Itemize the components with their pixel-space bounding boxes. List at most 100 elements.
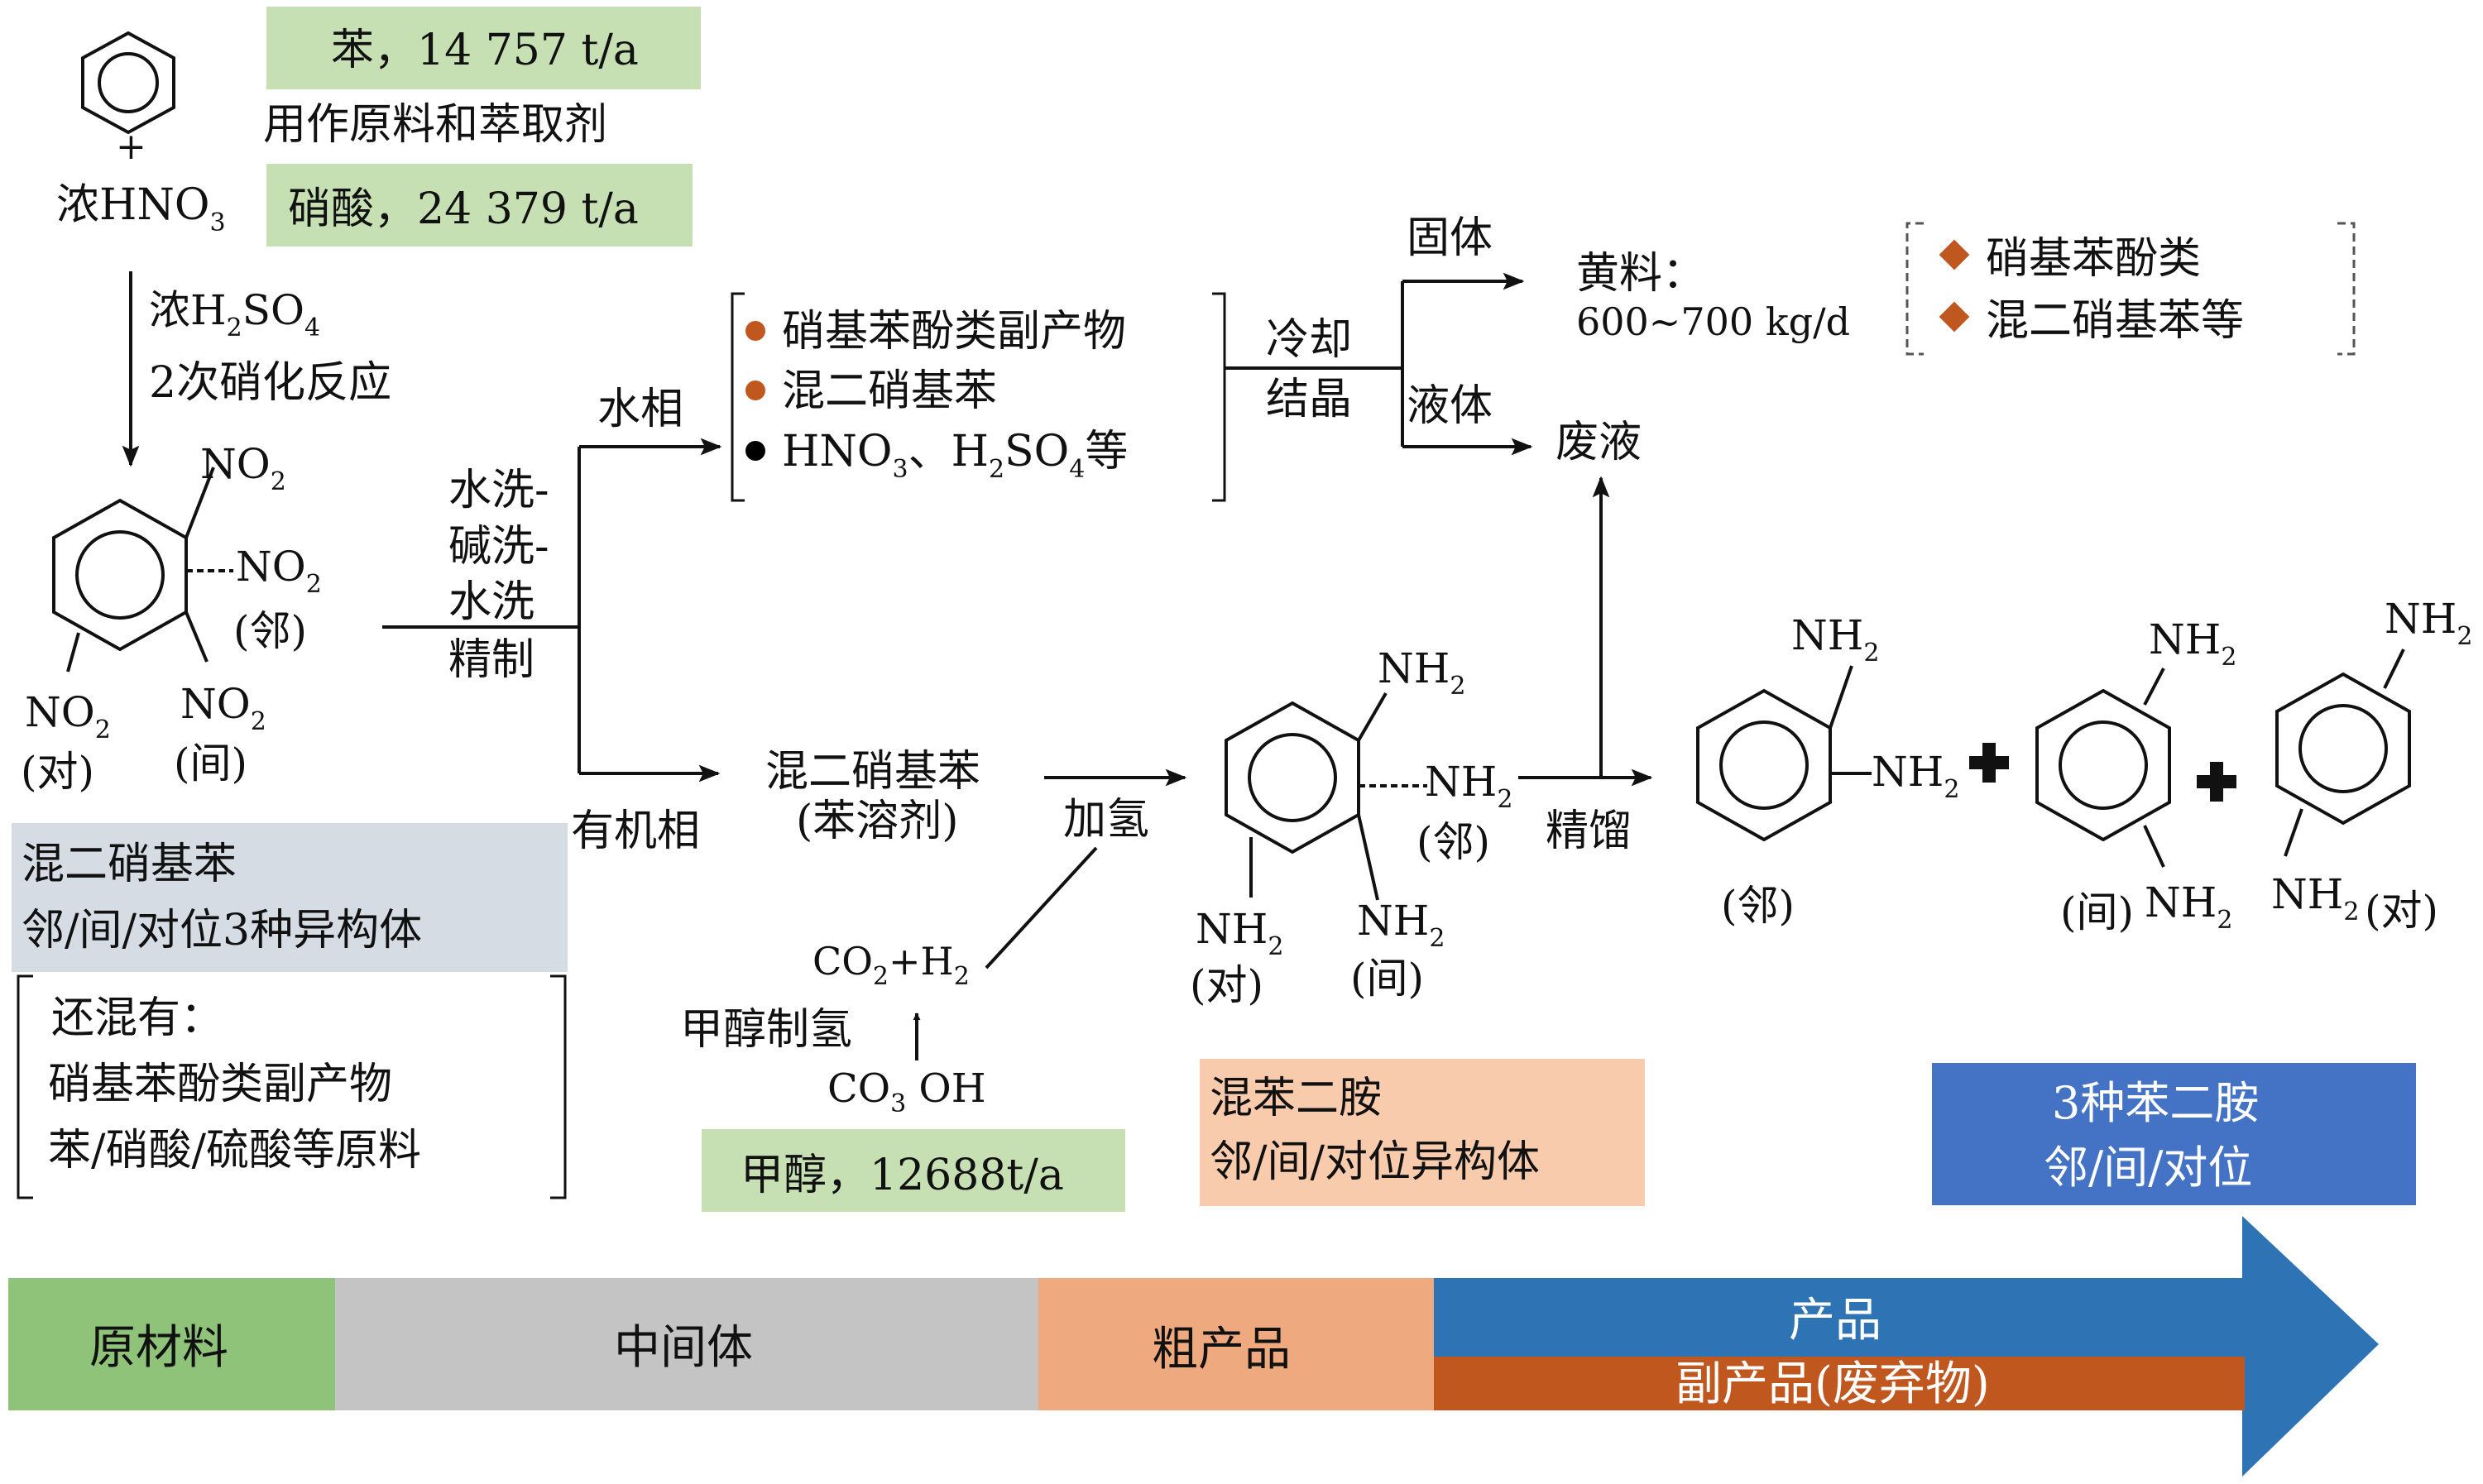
ortho-label: (邻) [233, 607, 307, 655]
nh2-para-bottom: NH2 [2271, 870, 2359, 926]
diamine-ring-para [2275, 649, 2411, 857]
legend-diamond-2 [1939, 301, 1970, 333]
legend-diamond-1 [1939, 239, 1970, 270]
benzene-label: 苯，14 757 t/a [331, 26, 639, 75]
diamine-ring-meta [2035, 668, 2171, 868]
nitration-reaction: 2次硝化反应 [149, 358, 391, 408]
mixed-dinitro-sub: 邻/间/对位3种异构体 [22, 906, 422, 955]
benzene-use: 用作原料和萃取剂 [263, 100, 607, 150]
no2-ortho: NO2 [236, 543, 322, 599]
stage-product-label: 产品 [1789, 1294, 1881, 1348]
stage-crude-label: 粗产品 [1152, 1323, 1291, 1376]
stage-raw-label: 原材料 [89, 1321, 228, 1375]
hydrogenation-label: 加氢 [1063, 795, 1149, 845]
aqueous-item-2: 混二硝基苯 [782, 366, 997, 416]
wash-4: 精制 [448, 635, 534, 685]
mixed-ortho-label: (邻) [1416, 818, 1490, 866]
cooling-label: 冷却 [1266, 315, 1352, 365]
nh2-ortho-top: NH2 [1791, 611, 1879, 668]
crude-box [1200, 1059, 1645, 1206]
stage-product-arrow [1434, 1216, 2379, 1477]
diamine-ring-mixed [1225, 692, 1427, 901]
benzene-box [266, 7, 701, 89]
methanol-box [702, 1129, 1125, 1212]
product-sub: 邻/间/对位 [2044, 1142, 2252, 1194]
meta-product-label: (间) [2060, 888, 2134, 936]
legend-text-2: 混二硝基苯等 [1986, 296, 2244, 346]
wash-3: 水洗 [448, 577, 534, 627]
yellow-label: 黄料： [1576, 249, 1705, 299]
nitric-label: 硝酸，24 379 t/a [288, 184, 639, 234]
crude-sub: 邻/间/对位异构体 [1210, 1137, 1540, 1187]
impurities-title: 还混有： [51, 993, 223, 1043]
mixed-para-label: (对) [1190, 961, 1263, 1009]
product-title: 3种苯二胺 [2052, 1077, 2259, 1129]
wash-2: 碱洗- [448, 522, 549, 572]
nh2-mixed-ortho: NH2 [1425, 758, 1512, 814]
nh2-meta-top: NH2 [2149, 615, 2236, 672]
wash-1: 水洗- [448, 466, 549, 515]
sulfuric-acid: 浓H2SO4 [149, 286, 320, 342]
solid-label: 固体 [1407, 213, 1493, 263]
no2-para: NO2 [25, 688, 111, 744]
methanol-h2: 甲醇制氢 [680, 1005, 852, 1055]
aqueous-bracket [731, 292, 1226, 502]
impurities-2: 苯/硝酸/硫酸等原料 [48, 1126, 421, 1175]
organic-name: 混二硝基苯 [765, 747, 980, 797]
nh2-mixed-para: NH2 [1196, 905, 1283, 961]
meta-label: (间) [174, 740, 247, 787]
stage-raw [8, 1278, 335, 1410]
waste-label: 废液 [1555, 418, 1642, 467]
co2-h2: CO2+H2 [812, 939, 970, 991]
aqueous-item-3: HNO3、H2SO4等 [782, 427, 1128, 484]
liquid-label: 液体 [1407, 381, 1493, 431]
impurities-1: 硝基苯酚类副产物 [48, 1060, 392, 1109]
ch3oh: CO3 OH [827, 1065, 986, 1118]
diamine-ring-ortho [1696, 665, 1872, 842]
stage-crude [1038, 1278, 1434, 1410]
aqueous-item-1: 硝基苯酚类副产物 [782, 307, 1126, 357]
stage-byproduct-label: 副产品(废弃物) [1675, 1357, 1990, 1411]
distill-label: 精馏 [1546, 807, 1632, 856]
crystal-label: 结晶 [1266, 375, 1352, 424]
organic-solvent: (苯溶剂) [796, 797, 959, 846]
para-product-label: (对) [2365, 887, 2438, 935]
dinitrobenzene-ring [52, 467, 233, 673]
impurities-bracket [17, 974, 567, 1199]
yellow-legend-bracket [1905, 222, 2356, 356]
plus-sign: + [116, 126, 146, 168]
para-label: (对) [21, 748, 94, 796]
plus-icon-1 [1969, 743, 2009, 783]
nh2-mixed-top: NH2 [1378, 644, 1465, 701]
mixed-dinitro-box [12, 823, 568, 972]
stage-byproduct [1434, 1357, 2245, 1410]
product-box [1932, 1063, 2416, 1205]
no2-top: NO2 [200, 440, 286, 496]
organic-label: 有机相 [571, 807, 700, 856]
stage-intermediate [335, 1278, 1038, 1410]
nitric-box [266, 164, 693, 247]
conc-hno3: 浓HNO3 [56, 180, 226, 237]
aqueous-bullet-1 [745, 321, 765, 341]
stage-intermediate-label: 中间体 [614, 1321, 753, 1375]
yellow-rate: 600~700 kg/d [1576, 299, 1850, 344]
benzene-ring [81, 31, 175, 135]
crude-title: 混苯二胺 [1210, 1074, 1382, 1123]
mixed-dinitro-title: 混二硝基苯 [22, 840, 237, 889]
mixed-meta-label: (间) [1350, 955, 1424, 1003]
h2-feed-line [985, 846, 1098, 969]
nh2-ortho-side: NH2 [1872, 748, 1959, 804]
no2-meta: NO2 [180, 680, 266, 736]
aqueous-bullet-3 [745, 441, 765, 461]
nh2-para-top: NH2 [2385, 595, 2472, 651]
plus-icon-2 [2197, 762, 2236, 802]
methanol-label: 甲醇，12688t/a [741, 1151, 1064, 1200]
nh2-mixed-meta: NH2 [1357, 897, 1445, 953]
ortho-product-label: (邻) [1721, 882, 1795, 930]
nh2-meta-bottom: NH2 [2145, 878, 2232, 935]
aqueous-label: 水相 [597, 385, 683, 434]
aqueous-bullet-2 [745, 381, 765, 400]
legend-text-1: 硝基苯酚类 [1986, 234, 2201, 284]
